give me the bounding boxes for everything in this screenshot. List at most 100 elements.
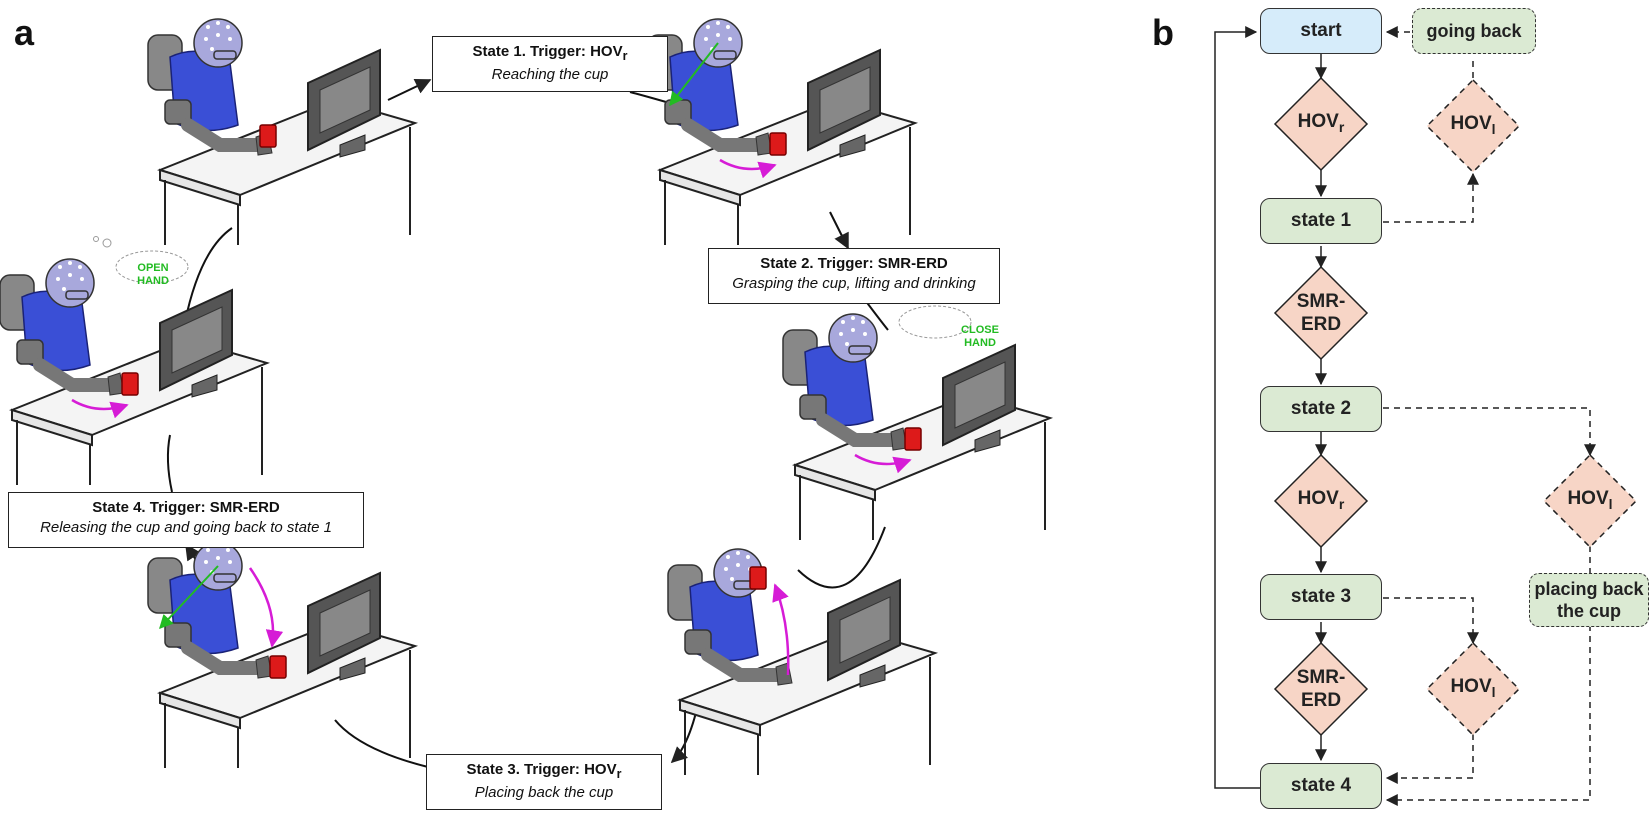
electrode xyxy=(728,37,732,41)
state3-desc: Placing back the cup xyxy=(474,784,614,801)
eeg-helmet xyxy=(828,313,878,363)
desk-edge xyxy=(159,168,241,207)
monitor-stand xyxy=(191,374,218,398)
diamond-hovl-1 xyxy=(1425,78,1521,174)
scenes xyxy=(0,18,1054,775)
electrode xyxy=(78,265,82,269)
electrode xyxy=(206,25,210,29)
glasses xyxy=(65,290,89,300)
red-cup xyxy=(904,427,922,451)
lower-motion-arrow xyxy=(248,567,284,648)
electrode xyxy=(58,265,62,269)
electrode xyxy=(62,287,66,291)
electrode xyxy=(839,332,843,336)
flowchart xyxy=(1214,26,1596,806)
monitor-screen xyxy=(171,306,223,374)
red-cup xyxy=(749,566,767,590)
exo-arm xyxy=(181,641,267,675)
desk-edge xyxy=(659,168,741,207)
diamond-smr-2-label: SMR-ERD xyxy=(1296,667,1346,711)
thought-bubble xyxy=(115,250,189,284)
electrode xyxy=(216,33,220,37)
flow-node-placing-back: placing back the cup xyxy=(1529,573,1649,627)
monitor-stand xyxy=(339,134,366,158)
electrode xyxy=(706,25,710,29)
glasses xyxy=(713,50,737,60)
connector-state4-to-scene6 xyxy=(166,434,173,493)
electrode xyxy=(210,47,214,51)
scene-2 xyxy=(647,18,919,245)
monitor-screen xyxy=(319,66,371,134)
red-cup xyxy=(259,124,277,148)
electrode xyxy=(68,273,72,277)
electrode xyxy=(716,21,720,25)
eeg-helmet xyxy=(45,258,95,308)
flow-node-state4: state 4 xyxy=(1260,763,1382,809)
electrode xyxy=(845,342,849,346)
glasses xyxy=(848,345,872,355)
state1-title-sub: r xyxy=(622,49,628,63)
exo-shoulder xyxy=(164,99,192,125)
state4-desc: Releasing the cup and going back to stat… xyxy=(40,519,332,536)
scene-1 xyxy=(147,18,419,245)
flow-node-state1: state 1 xyxy=(1260,198,1382,244)
diamond-hovr-1-label: HOVr xyxy=(1297,111,1345,135)
eeg-helmet xyxy=(193,18,243,68)
flow-node-state2: state 2 xyxy=(1260,386,1382,432)
thought-open-line2: HAND xyxy=(137,274,169,287)
hand-motion-arrow xyxy=(854,453,912,474)
scene-3 xyxy=(782,291,1054,540)
state3-title-sub: r xyxy=(616,767,622,781)
electrode xyxy=(68,261,72,265)
diamond-hovl-1-label: HOVl xyxy=(1450,113,1496,137)
monitor-stand xyxy=(974,429,1001,453)
electrode xyxy=(80,277,84,281)
electrode xyxy=(228,560,232,564)
desk-edge xyxy=(159,691,241,730)
monitor-stand xyxy=(839,134,866,158)
desk-edge xyxy=(794,463,876,502)
placing-line1: placing back xyxy=(1534,578,1644,599)
electrode xyxy=(204,560,208,564)
connector-scene6-to-scene1 xyxy=(184,227,233,323)
flow-node-going-back: going back xyxy=(1412,8,1536,54)
scene-6 xyxy=(0,236,271,485)
state2-label-box: State 2. Trigger: SMR-ERD Grasping the c… xyxy=(708,248,1000,304)
panel-letter-b: b xyxy=(1152,12,1174,53)
gaze-arrow xyxy=(669,42,719,107)
hand-motion-arrow xyxy=(719,158,777,179)
flow-diamonds xyxy=(1273,76,1638,737)
electrode xyxy=(746,555,750,559)
electrode xyxy=(226,25,230,29)
diamond-hovr-2-label: HOVr xyxy=(1297,488,1345,512)
monitor-screen xyxy=(819,66,871,134)
state2-desc: Grasping the cup, lifting and drinking xyxy=(732,275,976,292)
thought-dot xyxy=(93,236,99,242)
gaze-arrow xyxy=(159,565,219,630)
monitor-screen xyxy=(839,596,891,664)
electrode xyxy=(206,548,210,552)
diamond-smr-1 xyxy=(1273,265,1369,361)
connector-scene1-to-state1 xyxy=(387,78,432,101)
state1-title: State 1. Trigger: HOV xyxy=(472,43,623,60)
flow-node-state3: state 3 xyxy=(1260,574,1382,620)
diamond-hovl-2-label: HOVl xyxy=(1567,488,1613,512)
desk-edge xyxy=(11,408,93,447)
connector-scene2-to-state2 xyxy=(829,211,849,250)
exo-arm xyxy=(816,413,902,447)
thought-close-line2: HAND xyxy=(964,336,996,349)
electrode xyxy=(863,332,867,336)
flow-node-start: start xyxy=(1260,8,1382,54)
monitor-screen xyxy=(319,589,371,657)
exo-arm xyxy=(33,358,119,392)
exo-shoulder xyxy=(799,394,827,420)
state1-label-box: State 1. Trigger: HOVr Reaching the cup xyxy=(432,36,668,92)
red-cup xyxy=(769,132,787,156)
diamond-smr-2 xyxy=(1273,641,1369,737)
electrode xyxy=(216,556,220,560)
diamond-hovl-3-label: HOVl xyxy=(1450,676,1496,700)
connector-state3-to-scene5 xyxy=(334,719,429,768)
flow-dash-hovl3-state4 xyxy=(1385,734,1474,784)
